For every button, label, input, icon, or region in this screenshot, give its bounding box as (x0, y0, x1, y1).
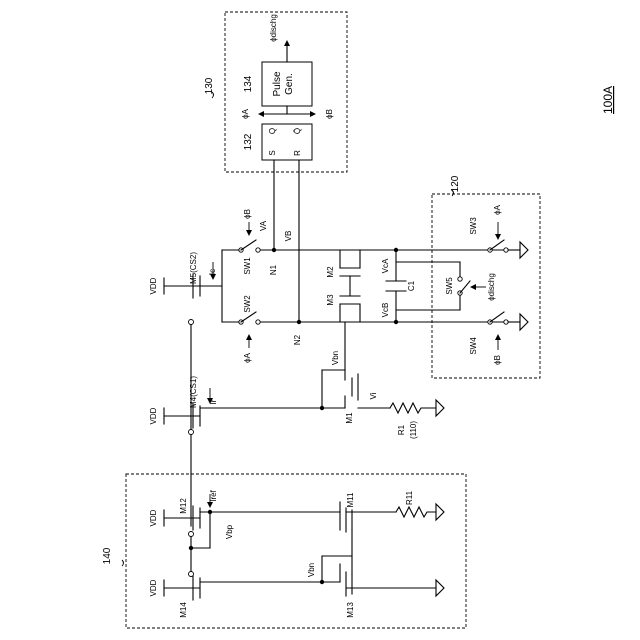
vdd-m14-label: VDD (149, 579, 158, 596)
vdd-m5-label: VDD (149, 277, 158, 294)
latch-s-label: S (268, 150, 277, 155)
sw3-blade (490, 240, 504, 250)
iref-arrow-icon (207, 502, 213, 508)
latch-r-label: R (293, 150, 302, 156)
block-132-label: 132 (243, 133, 254, 150)
sw5-phi-label: ϕdischg (487, 273, 496, 301)
sw2-arrow-icon (246, 334, 252, 340)
m4-gate-bubble (189, 430, 194, 435)
sw5-label: SW5 (445, 277, 454, 295)
m13-label: M13 (346, 602, 355, 618)
block-140-leader (122, 560, 124, 566)
node-va-label: VA (259, 220, 268, 231)
ic-label: Ic (208, 269, 217, 275)
m5-gate-bubble (189, 320, 194, 325)
sw3-arrow-icon (495, 234, 501, 240)
m4-label: M4(CS1) (189, 376, 198, 408)
block-140-label: 140 (102, 547, 113, 564)
vdd-m12-label: VDD (149, 509, 158, 526)
vbn-label: Vbn (331, 351, 340, 365)
sw4-blade (490, 312, 504, 322)
sw1-arrow-icon (246, 230, 252, 236)
sw1-blade (241, 240, 256, 250)
sw3-label: SW3 (469, 217, 478, 235)
r1-label: R1 (397, 424, 406, 435)
vbn2-junction (320, 580, 324, 584)
phi-a-arrow-icon (258, 111, 264, 117)
block-120-label: 120 (450, 175, 461, 192)
sw5-contact-a (458, 277, 462, 281)
ir-label: Ir (209, 399, 218, 404)
m3-label: M3 (326, 294, 335, 306)
vbp-label: Vbp (225, 524, 234, 539)
vcb-label: VcB (381, 303, 390, 318)
latch-q-label: Q (268, 128, 277, 134)
vbn2-label: Vbn (307, 563, 316, 577)
r11-ground-icon (436, 504, 444, 520)
m5-label: M5(CS2) (189, 252, 198, 284)
m12-drain-junction (208, 510, 212, 514)
m12-label: M12 (179, 498, 188, 514)
sw4-ground-icon (520, 314, 528, 330)
block-134-label: 134 (243, 75, 254, 92)
m2-label: M2 (326, 266, 335, 278)
sw1-contact-right (256, 248, 260, 252)
r11-label: R11 (405, 490, 414, 505)
m13-ground-icon (436, 580, 444, 596)
c1-label: C1 (407, 280, 416, 291)
sw1-label: SW1 (243, 257, 252, 275)
sw4-label: SW4 (469, 337, 478, 355)
pulse-phi-a-label: ϕA (241, 108, 250, 118)
r11-resistor (396, 507, 436, 517)
sw4-arrow-icon (495, 334, 501, 340)
m11-label: M11 (346, 492, 355, 508)
m14-gate-bubble (189, 572, 194, 577)
vi-label: Vi (369, 392, 378, 399)
sw3-ground-icon (520, 242, 528, 258)
block-140-outline (126, 474, 466, 628)
sw2-contact-right (256, 320, 260, 324)
m12-gate-bubble (189, 532, 194, 537)
sw5-blade (460, 281, 470, 293)
n1-junction (272, 248, 276, 252)
m1-label: M1 (345, 412, 354, 424)
pulse-phi-b-label: ϕB (325, 109, 334, 119)
r1-ref-label: (110) (409, 421, 418, 439)
r1-ground-icon (436, 400, 444, 416)
sw5-arrow-icon (470, 284, 476, 290)
figure-title: 100A (601, 86, 615, 114)
sw3-phi-label: ϕA (493, 204, 502, 214)
r1-resistor (390, 403, 436, 413)
sw2-label: SW2 (243, 295, 252, 313)
phi-b-arrow-icon (310, 111, 316, 117)
c1-bottom-junction (394, 320, 398, 324)
node-vb-label: VB (284, 231, 293, 242)
vca-label: VcA (381, 258, 390, 273)
vdd-m4-label: VDD (149, 407, 158, 424)
block-130-label: 130 (204, 77, 215, 94)
sw1-phi-label: ϕB (243, 209, 252, 219)
iref-label: Iref (209, 489, 218, 501)
sw4-phi-label: ϕB (493, 355, 502, 365)
n2-junction (297, 320, 301, 324)
sw2-phi-label: ϕA (243, 352, 252, 362)
pulse-discharge-label: ϕdischg (269, 14, 278, 42)
node-n1-label: N1 (269, 264, 278, 275)
c1-top-junction (394, 248, 398, 252)
pulse-gen-line2: Gen. (284, 73, 295, 95)
discharge-arrow-icon (284, 40, 290, 46)
m14-label: M14 (179, 602, 188, 618)
pulse-gen-line1: Pulse (272, 71, 283, 96)
node-n2-label: N2 (293, 334, 302, 345)
latch-qbar-label: Q̄ (293, 128, 302, 134)
